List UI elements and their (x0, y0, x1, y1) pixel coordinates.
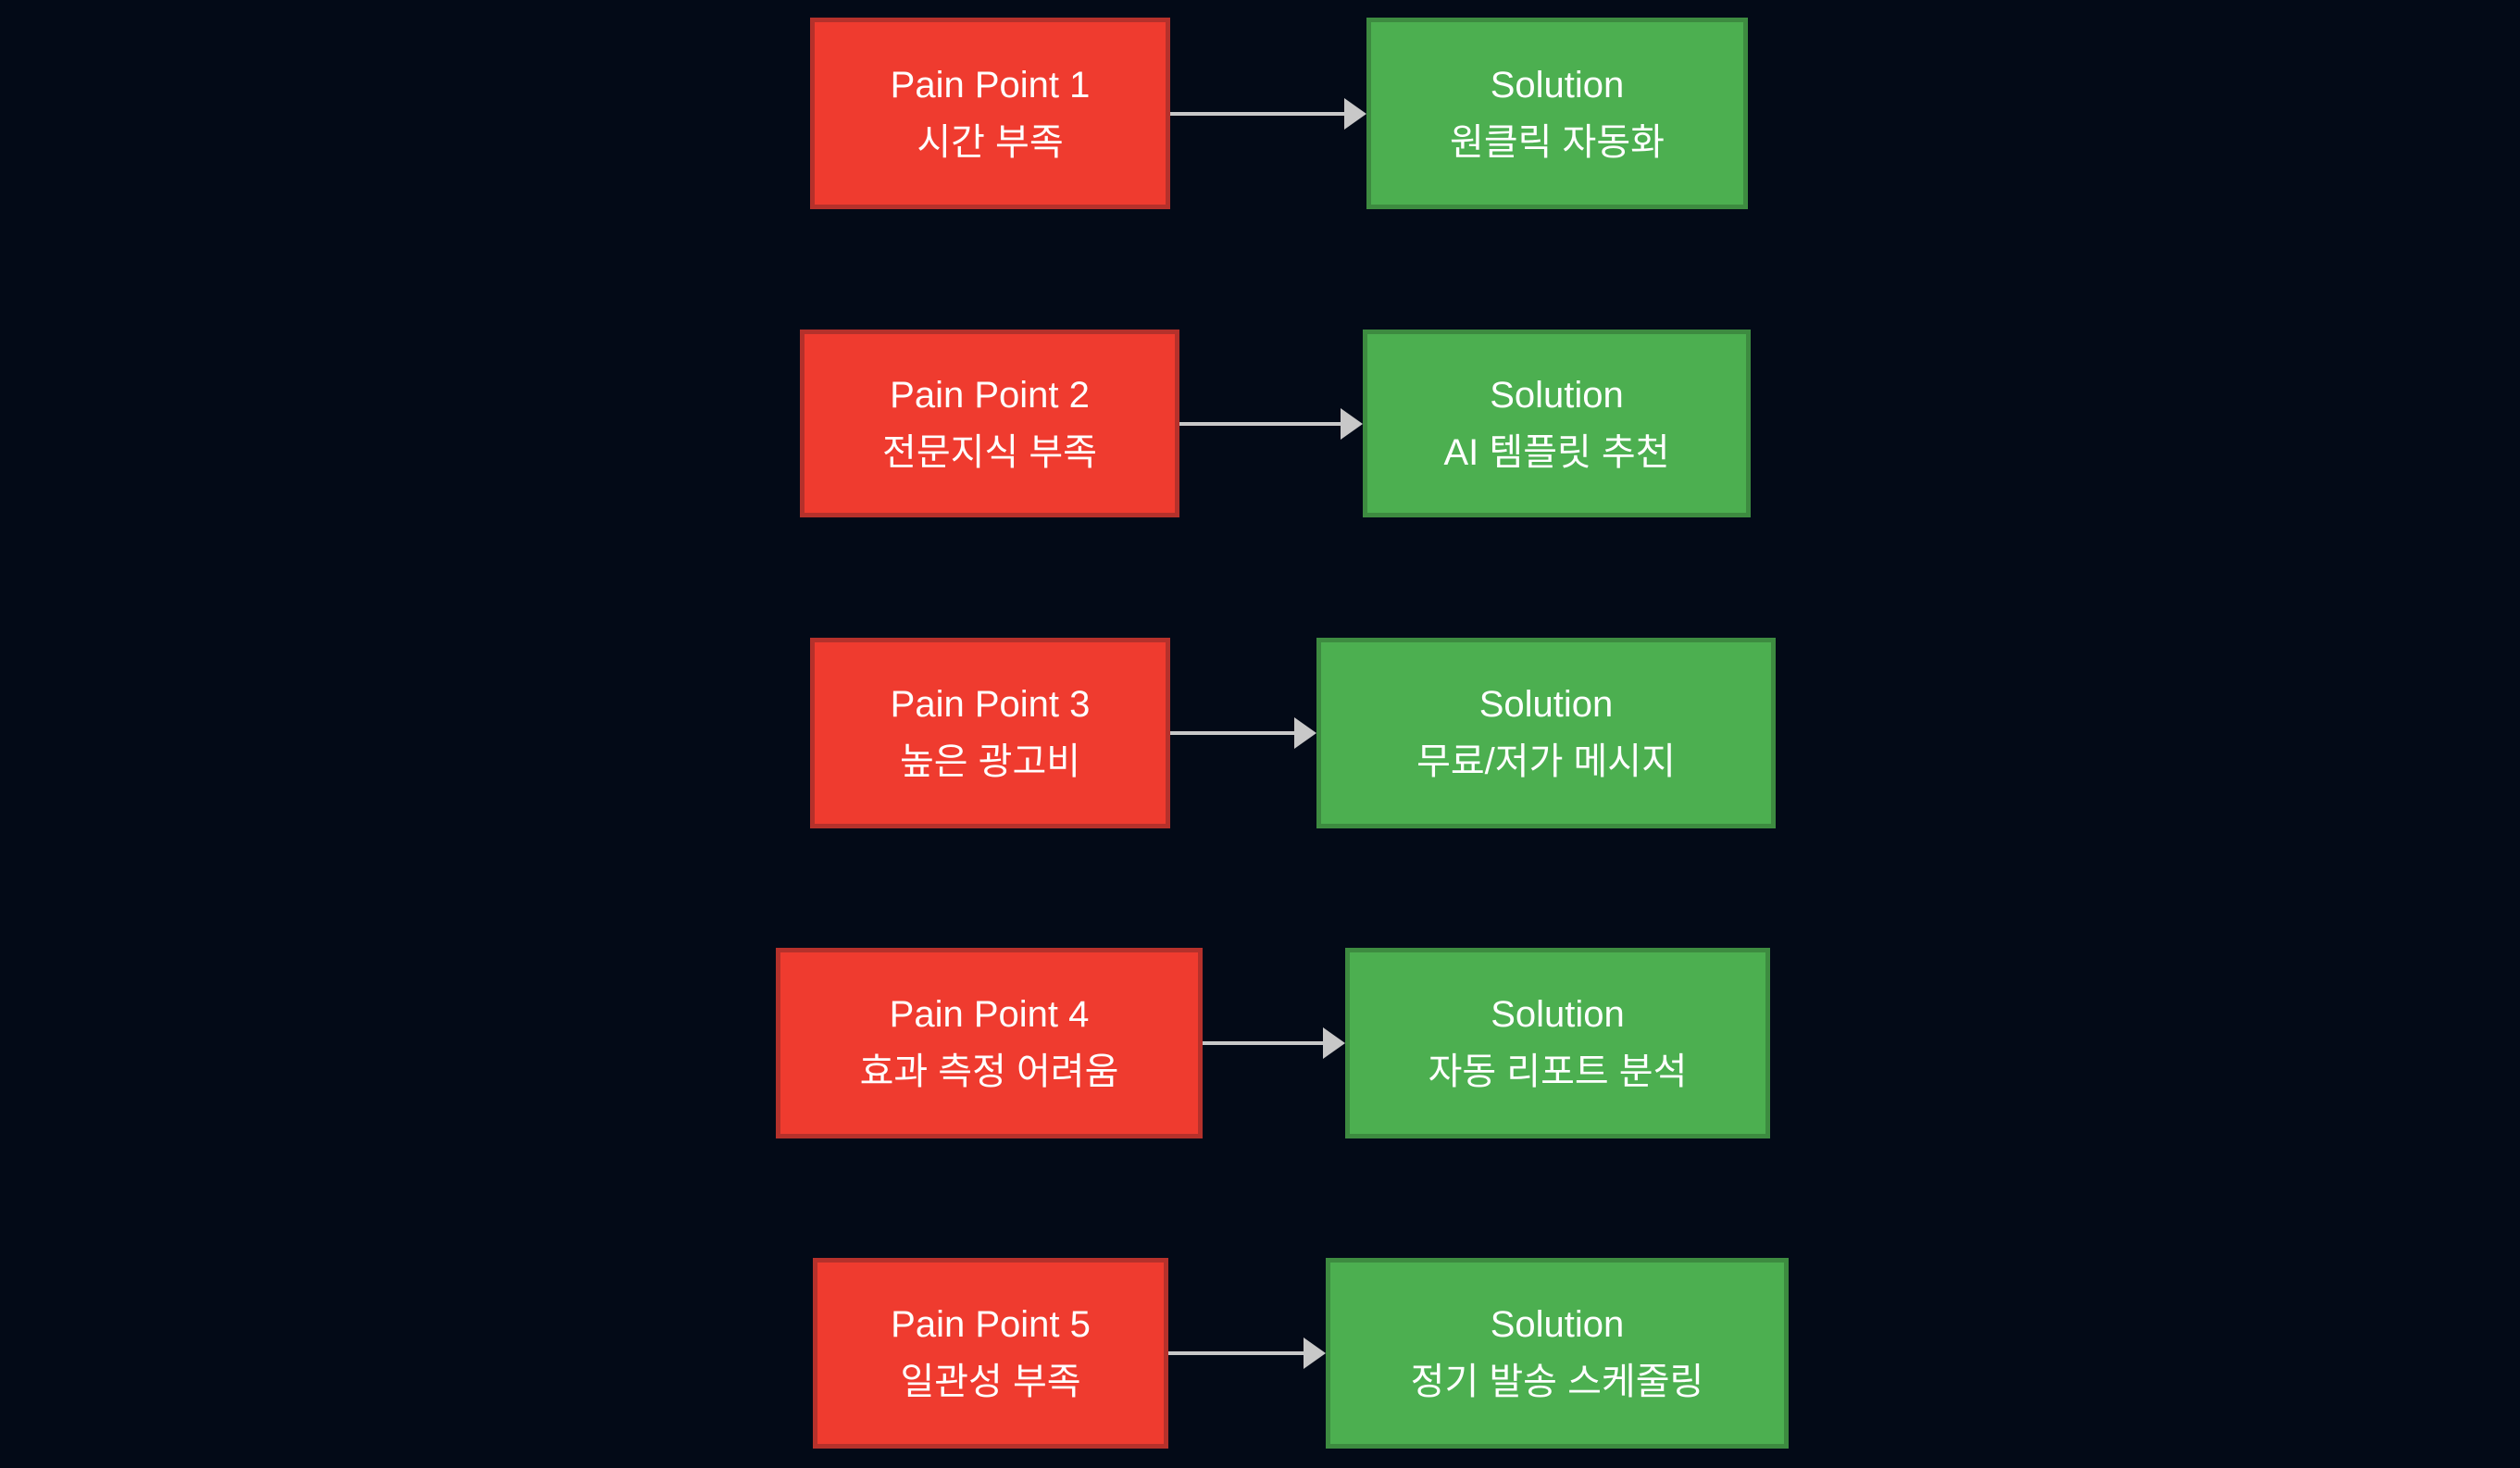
arrowhead-icon (1323, 1027, 1345, 1059)
solution-title: Solution (1478, 684, 1614, 725)
pain-point-subtitle: 일관성 부족 (900, 1362, 1081, 1402)
pain-point-box: Pain Point 2 전문지식 부족 (800, 330, 1179, 517)
arrow (1170, 717, 1316, 749)
diagram-row: Pain Point 4 효과 측정 어려움 Solution 자동 리포트 분석 (0, 948, 2520, 1138)
pain-point-title: Pain Point 1 (890, 64, 1091, 106)
solution-title: Solution (1491, 994, 1625, 1035)
solution-title: Solution (1490, 1304, 1625, 1345)
pain-point-box: Pain Point 4 효과 측정 어려움 (776, 948, 1203, 1138)
pain-point-box: Pain Point 5 일관성 부족 (813, 1258, 1168, 1449)
arrow-shaft (1170, 111, 1344, 116)
arrow-shaft (1179, 421, 1341, 426)
solution-box: Solution 정기 발송 스케줄링 (1326, 1258, 1789, 1449)
diagram-row: Pain Point 3 높은 광고비 Solution 무료/저가 메시지 (0, 638, 2520, 828)
solution-subtitle: 원클릭 자동화 (1450, 121, 1665, 163)
solution-subtitle: 정기 발송 스케줄링 (1410, 1362, 1704, 1402)
pain-point-title: Pain Point 3 (890, 684, 1091, 725)
pain-point-box: Pain Point 3 높은 광고비 (810, 638, 1170, 828)
solution-subtitle: AI 템플릿 추천 (1443, 431, 1670, 473)
arrow-shaft (1168, 1351, 1304, 1355)
solution-box: Solution 원클릭 자동화 (1366, 18, 1748, 209)
arrow (1203, 1027, 1345, 1059)
arrowhead-icon (1294, 717, 1316, 749)
pain-point-title: Pain Point 5 (891, 1304, 1091, 1345)
pain-point-subtitle: 효과 측정 어려움 (859, 1051, 1119, 1092)
solution-title: Solution (1490, 64, 1625, 106)
arrowhead-icon (1304, 1337, 1326, 1369)
solution-box: Solution AI 템플릿 추천 (1363, 330, 1751, 517)
solution-box: Solution 자동 리포트 분석 (1345, 948, 1770, 1138)
arrow (1170, 97, 1366, 130)
arrow-shaft (1203, 1041, 1323, 1045)
arrowhead-icon (1344, 97, 1366, 130)
arrow (1179, 407, 1363, 440)
pain-point-box: Pain Point 1 시간 부족 (810, 18, 1170, 209)
arrow-shaft (1170, 731, 1294, 735)
solution-box: Solution 무료/저가 메시지 (1316, 638, 1776, 828)
diagram-row: Pain Point 5 일관성 부족 Solution 정기 발송 스케줄링 (0, 1258, 2520, 1449)
solution-title: Solution (1490, 374, 1624, 416)
pain-point-subtitle: 높은 광고비 (899, 741, 1081, 782)
pain-point-title: Pain Point 4 (889, 994, 1090, 1035)
arrow (1168, 1337, 1326, 1369)
solution-subtitle: 자동 리포트 분석 (1428, 1051, 1688, 1092)
pain-point-title: Pain Point 2 (890, 374, 1090, 416)
diagram-row: Pain Point 1 시간 부족 Solution 원클릭 자동화 (0, 18, 2520, 209)
arrowhead-icon (1341, 407, 1363, 440)
diagram-row: Pain Point 2 전문지식 부족 Solution AI 템플릿 추천 (0, 330, 2520, 517)
pain-point-subtitle: 시간 부족 (917, 121, 1064, 163)
solution-subtitle: 무료/저가 메시지 (1416, 741, 1676, 782)
pain-point-subtitle: 전문지식 부족 (882, 431, 1097, 473)
